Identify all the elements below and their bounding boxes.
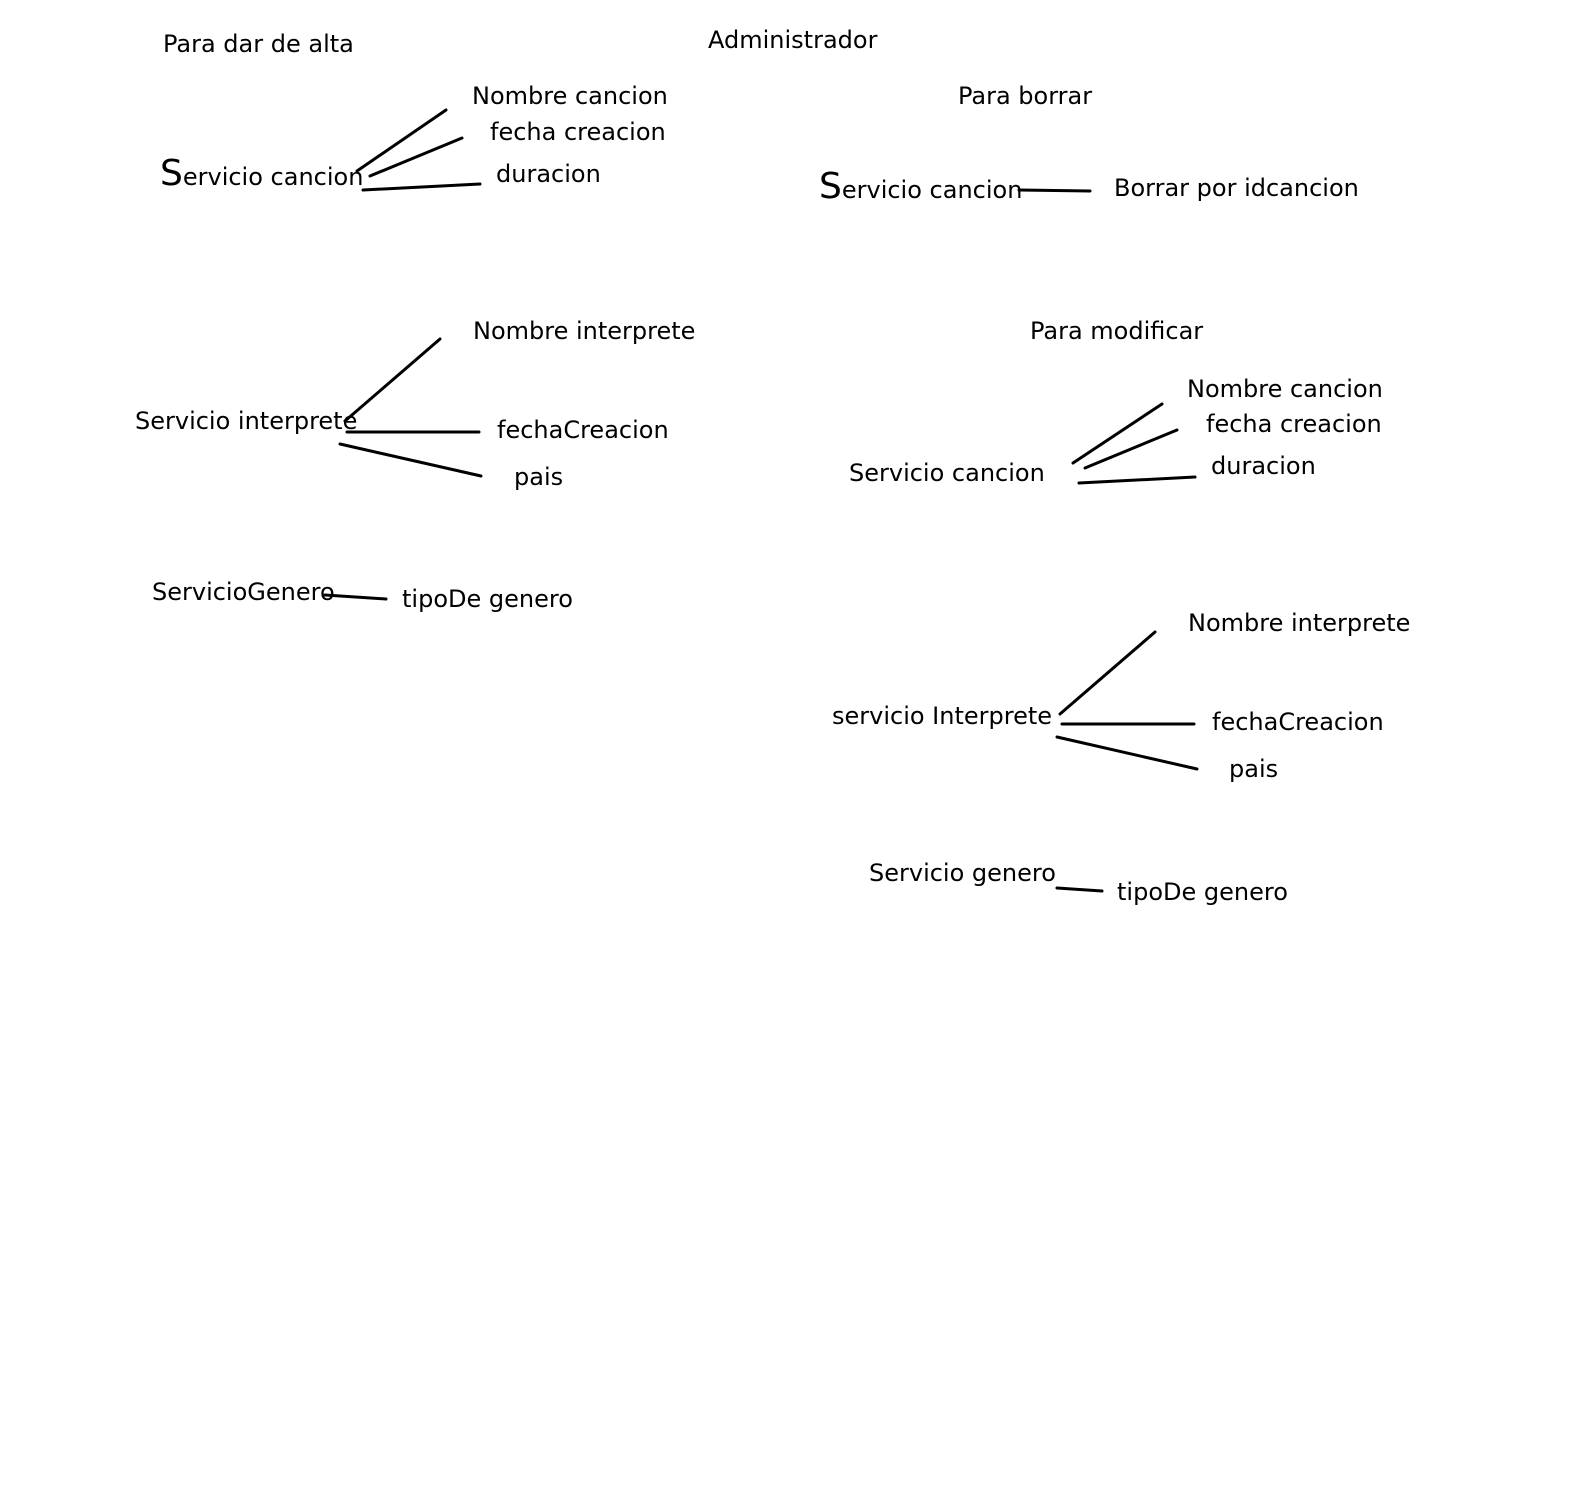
connector-alta-genero-tipo — [323, 593, 388, 601]
field-modificar-cancion-fecha: fecha creacion — [1206, 410, 1382, 438]
service-alta-interprete: Servicio interprete — [135, 407, 358, 435]
field-modificar-genero-tipo: tipoDe genero — [1117, 878, 1288, 906]
heading-alta: Para dar de alta — [163, 30, 354, 58]
service-modificar-cancion: Servicio cancion — [849, 459, 1045, 487]
service-rest: ervicio cancion — [182, 163, 364, 191]
connector-alta-cancion-fecha — [368, 136, 464, 178]
service-alta-genero: ServicioGenero — [152, 578, 335, 606]
service-borrar-cancion: Servicio cancion — [819, 169, 1023, 205]
connector-alta-cancion-duracion — [361, 182, 482, 192]
connector-modificar-interprete-nombre — [1058, 630, 1157, 716]
page-title: Administrador — [708, 26, 878, 54]
service-modificar-interprete: servicio Interprete — [832, 702, 1053, 730]
heading-borrar: Para borrar — [958, 82, 1093, 110]
field-modificar-cancion-nombre: Nombre cancion — [1187, 375, 1383, 403]
field-modificar-interprete-nombre: Nombre interprete — [1188, 609, 1411, 637]
field-alta-interprete-fecha: fechaCreacion — [497, 416, 669, 444]
field-modificar-cancion-duracion: duracion — [1211, 452, 1316, 480]
field-borrar-cancion-id: Borrar por idcancion — [1114, 174, 1359, 202]
connector-alta-cancion-nombre — [355, 108, 448, 173]
field-modificar-interprete-pais: pais — [1229, 755, 1279, 783]
connector-modificar-cancion-fecha — [1083, 428, 1179, 470]
service-rest: ervicio cancion — [841, 176, 1023, 204]
field-alta-genero-tipo: tipoDe genero — [402, 585, 573, 613]
field-modificar-interprete-fecha: fechaCreacion — [1212, 708, 1384, 736]
service-modificar-genero: Servicio genero — [869, 859, 1056, 887]
field-alta-cancion-duracion: duracion — [496, 160, 601, 188]
field-alta-interprete-pais: pais — [514, 463, 564, 491]
service-initial: S — [819, 166, 842, 207]
field-alta-interprete-nombre: Nombre interprete — [473, 317, 696, 345]
heading-modificar: Para modificar — [1030, 317, 1204, 345]
field-alta-cancion-nombre: Nombre cancion — [472, 82, 668, 110]
connector-modificar-cancion-duracion — [1077, 475, 1197, 485]
connector-alta-interprete-pais — [338, 442, 483, 478]
service-initial: S — [160, 153, 183, 194]
connector-alta-interprete-nombre — [343, 337, 442, 423]
connector-modificar-genero-tipo — [1055, 886, 1104, 893]
connector-modificar-interprete-pais — [1055, 735, 1199, 771]
service-alta-cancion: Servicio cancion — [160, 156, 364, 192]
field-alta-cancion-fecha: fecha creacion — [490, 118, 666, 146]
connector-modificar-cancion-nombre — [1071, 402, 1164, 465]
connector-borrar-cancion-id — [1017, 188, 1092, 193]
